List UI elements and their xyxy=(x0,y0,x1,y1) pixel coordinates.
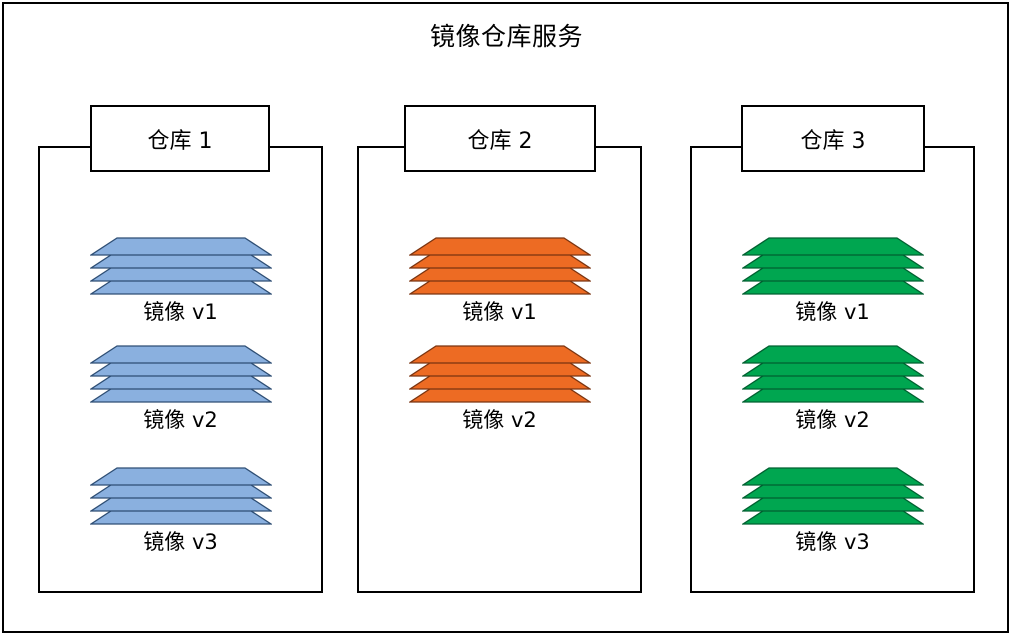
image-item-repo-1-2[interactable]: 镜像 v2 xyxy=(40,345,321,433)
image-layer-stack-icon xyxy=(408,237,591,295)
page-title: 镜像仓库服务 xyxy=(429,22,583,51)
image-item-repo-1-1[interactable]: 镜像 v1 xyxy=(40,237,321,325)
image-label: 镜像 v3 xyxy=(795,530,870,554)
image-layer xyxy=(89,467,272,486)
image-label: 镜像 v1 xyxy=(795,300,870,324)
image-layer xyxy=(89,345,272,364)
image-label: 镜像 v1 xyxy=(462,300,537,324)
image-label: 镜像 v2 xyxy=(143,408,218,432)
repository-container-3[interactable]: 镜像 v1 镜像 v2 镜像 v3 xyxy=(690,146,975,593)
image-label: 镜像 v3 xyxy=(143,530,218,554)
image-layer xyxy=(741,237,924,256)
image-layer xyxy=(408,237,591,256)
repository-header-2[interactable]: 仓库 2 xyxy=(404,105,596,172)
image-layer xyxy=(741,467,924,486)
repository-container-2[interactable]: 镜像 v1 镜像 v2 xyxy=(357,146,642,593)
image-layer-stack-icon xyxy=(89,467,272,525)
image-layer xyxy=(408,345,591,364)
image-item-repo-2-1[interactable]: 镜像 v1 xyxy=(359,237,640,325)
image-item-repo-3-3[interactable]: 镜像 v3 xyxy=(692,467,973,555)
repository-header-label: 仓库 1 xyxy=(147,128,213,154)
repository-header-3[interactable]: 仓库 3 xyxy=(741,105,925,172)
image-layer-stack-icon xyxy=(741,345,924,403)
repository-header-label: 仓库 2 xyxy=(467,128,533,154)
image-item-repo-1-3[interactable]: 镜像 v3 xyxy=(40,467,321,555)
image-item-repo-3-2[interactable]: 镜像 v2 xyxy=(692,345,973,433)
image-item-repo-2-2[interactable]: 镜像 v2 xyxy=(359,345,640,433)
image-label: 镜像 v2 xyxy=(795,408,870,432)
image-layer-stack-icon xyxy=(741,467,924,525)
repository-header-1[interactable]: 仓库 1 xyxy=(90,105,270,172)
image-label: 镜像 v2 xyxy=(462,408,537,432)
repository-header-label: 仓库 3 xyxy=(800,128,866,154)
image-layer-stack-icon xyxy=(741,237,924,295)
image-layer-stack-icon xyxy=(89,345,272,403)
image-layer-stack-icon xyxy=(408,345,591,403)
repository-container-1[interactable]: 镜像 v1 镜像 v2 镜像 v3 xyxy=(38,146,323,593)
image-layer xyxy=(741,345,924,364)
image-layer-stack-icon xyxy=(89,237,272,295)
image-label: 镜像 v1 xyxy=(143,300,218,324)
image-item-repo-3-1[interactable]: 镜像 v1 xyxy=(692,237,973,325)
image-layer xyxy=(89,237,272,256)
